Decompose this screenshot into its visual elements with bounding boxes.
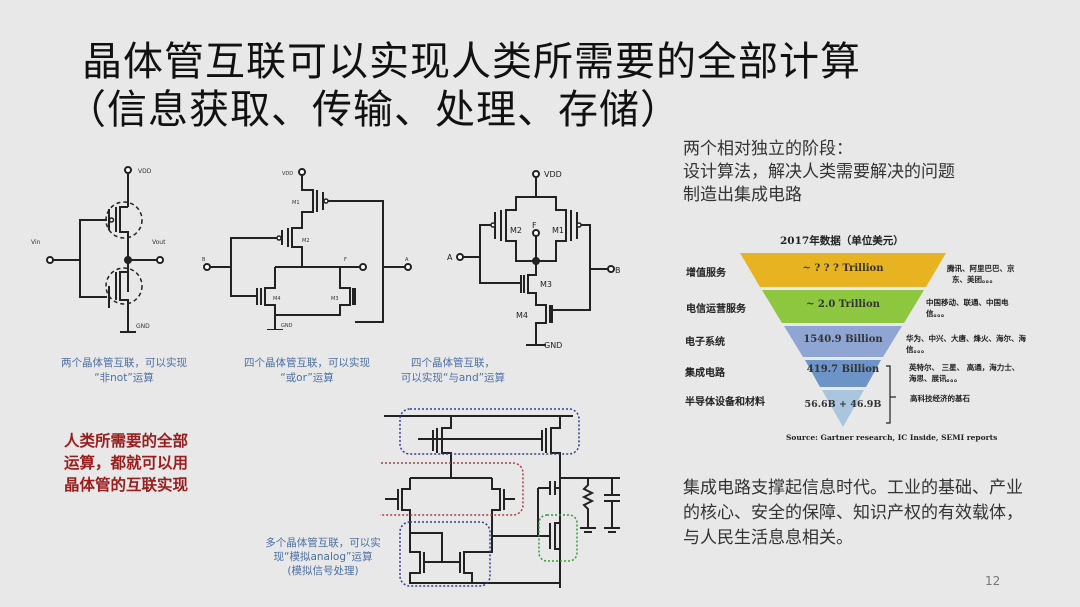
and-m2-label: M2: [510, 226, 522, 235]
and-gate-caption: 四个晶体管互联， 可以实现“与and”运算: [383, 356, 523, 386]
or-m3-label: M3: [331, 296, 339, 302]
and-vdd-label: VDD: [544, 170, 562, 179]
caption-line: “或or”运算: [280, 372, 334, 384]
not-vdd-label: VDD: [138, 168, 152, 175]
pyramid-label-0: 增值服务: [686, 268, 726, 279]
stages-line-1: 设计算法，解决人类需要解决的问题: [683, 162, 955, 182]
and-gate-circuit: VDD M2 F M1 A B M3 M4 GND: [447, 170, 621, 350]
caption-line: “非not”运算: [94, 372, 154, 384]
or-m2-label: M2: [302, 238, 310, 244]
caption-line: 多个晶体管互联，可以实: [265, 537, 381, 549]
stages-text: 两个相对独立的阶段： 设计算法，解决人类需要解决的问题 制造出集成电路: [683, 138, 955, 207]
title-line-1: 晶体管互联可以实现人类所需要的全部计算: [82, 39, 861, 85]
or-f-label: F: [344, 257, 347, 263]
companies-line: 海思、展讯。。。: [909, 374, 962, 383]
highlight-line-2: 运算，都就可以用: [64, 454, 189, 472]
output-stage-box: [538, 514, 578, 562]
highlight-line-3: 晶体管的互联实现: [64, 476, 189, 494]
pyramid-companies-2: 华为、中兴、大唐、烽火、海尔、海 信。。。: [906, 333, 1026, 355]
or-a-label: A: [405, 257, 409, 263]
or-m1-label: M1: [292, 200, 300, 206]
analog-circuit: [380, 408, 620, 588]
companies-line: 东、美团。。。: [952, 275, 997, 284]
not-gnd-label: GND: [136, 323, 150, 330]
not-gate-caption: 两个晶体管互联，可以实现 “非not”运算: [54, 356, 194, 386]
pyramid-layer-1: [762, 290, 924, 323]
pyramid-companies-1: 中国移动、联通、中国电 信。。。: [926, 297, 1009, 319]
pyramid-bracket-note: 高科技经济的基石: [910, 394, 970, 403]
and-b-label: B: [615, 266, 621, 275]
pyramid-companies-0: 腾讯、阿里巴巴、京 东、美团。。。: [947, 263, 1015, 285]
or-gnd-label: GND: [281, 323, 293, 329]
and-f-label: F: [532, 221, 537, 230]
slide-title: 晶体管互联可以实现人类所需要的全部计算 （信息获取、传输、处理、存储）: [66, 38, 861, 134]
stages-line-2: 制造出集成电路: [683, 185, 802, 205]
pyramid-label-3: 集成电路: [685, 368, 725, 379]
companies-line: 中国移动、联通、中国电: [926, 298, 1009, 307]
or-vdd-label: VDD: [282, 171, 293, 177]
pyramid-value-4: 56.6B + 46.9B: [804, 399, 882, 410]
and-m3-label: M3: [540, 280, 552, 289]
highlight-text: 人类所需要的全部 运算，都就可以用 晶体管的互联实现: [64, 430, 188, 496]
highlight-line-1: 人类所需要的全部: [64, 432, 189, 450]
caption-line: 两个晶体管互联，可以实现: [61, 357, 187, 369]
analog-caption: 多个晶体管互联，可以实 现“模拟analog”运算 (模拟信号处理): [258, 536, 388, 578]
or-gate-caption: 四个晶体管互联，可以实现 “或or”运算: [237, 356, 377, 386]
pyramid-layer-0: [740, 253, 946, 287]
pyramid-value-3: 419.7 Billion: [806, 364, 880, 375]
or-m4-label: M4: [273, 296, 281, 302]
pyramid-value-1: ~ 2.0 Trillion: [806, 299, 880, 310]
not-vout-label: Vout: [152, 239, 166, 246]
or-gate-circuit: VDD M1 M2 M4 M3 GND B F A: [202, 168, 412, 330]
companies-line: 信。。。: [906, 345, 929, 354]
pyramid-layer-3: [805, 360, 881, 387]
caption-line: 四个晶体管互联，可以实现: [244, 357, 370, 369]
pyramid-companies-3: 英特尔、 三星、 高通，海力士、 海思、展讯。。。: [909, 362, 1019, 384]
pyramid-layer-2: [784, 326, 902, 357]
not-gate-circuit: VDD GND Vin Vout: [31, 166, 166, 333]
caption-line: 四个晶体管互联，: [411, 357, 495, 369]
pyramid-layer-4: [822, 390, 864, 427]
ic-paragraph: 集成电路支撑起信息时代。工业的基础、产业的核心、安全的保障、知识产权的有效载体，…: [683, 478, 1023, 548]
nmos-mirror-box: [399, 521, 491, 587]
caption-line: (模拟信号处理): [287, 565, 359, 577]
companies-line: 腾讯、阿里巴巴、京: [947, 264, 1015, 273]
page-number: 12: [985, 574, 1001, 588]
pyramid-value-2: 1540.9 Billion: [803, 334, 883, 345]
caption-line: 现“模拟analog”运算: [273, 551, 373, 563]
pyramid-value-0: ~ ? ? ? Trillion: [802, 263, 884, 274]
pyramid-title: 2017年数据（单位美元）: [780, 235, 904, 247]
pyramid-source: Source: Gartner research, IC Inside, SEM…: [786, 433, 998, 442]
companies-line: 英特尔、 三星、 高通，海力士、: [909, 363, 1020, 372]
caption-line: 可以实现“与and”运算: [400, 372, 506, 384]
or-b-label: B: [202, 257, 206, 263]
not-vin-label: Vin: [31, 239, 41, 246]
and-m4-label: M4: [516, 311, 528, 320]
pyramid-label-2: 电子系统: [685, 337, 725, 348]
pyramid-label-1: 电信运营服务: [686, 304, 746, 315]
companies-line: 华为、中兴、大唐、烽火、海尔、海: [906, 334, 1026, 343]
pyramid-chart: [740, 253, 946, 427]
companies-line: 信。。。: [926, 309, 949, 318]
stages-heading: 两个相对独立的阶段：: [683, 139, 853, 159]
and-m1-label: M1: [552, 226, 564, 235]
title-line-2: （信息获取、传输、处理、存储）: [66, 87, 681, 133]
and-gnd-label: GND: [544, 341, 562, 350]
diff-pair-box: [380, 462, 524, 516]
and-a-label: A: [447, 253, 453, 262]
pyramid-label-4: 半导体设备和材料: [685, 397, 765, 408]
